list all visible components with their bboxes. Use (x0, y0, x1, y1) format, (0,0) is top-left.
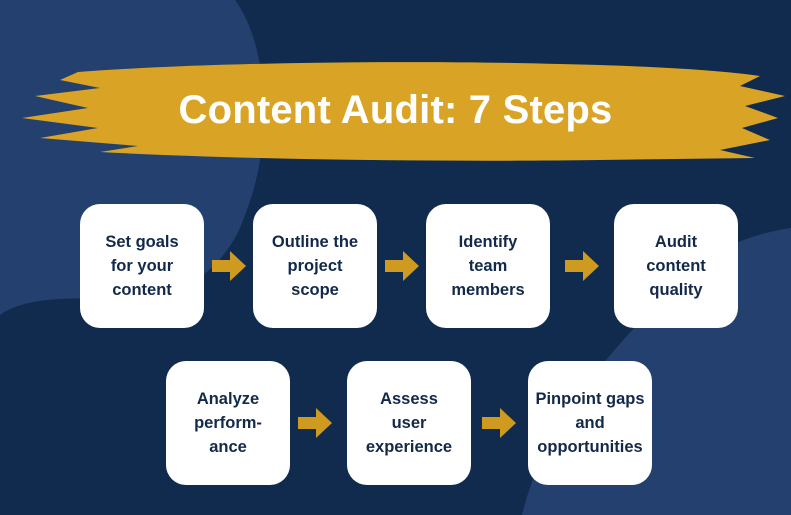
step-label: Outline the project scope (271, 233, 359, 299)
step-label: Assess user experience (365, 390, 453, 456)
step-label: Pinpoint gaps and opportunities (535, 390, 645, 456)
step-card-analyze-performance: Analyze perform- ance (166, 361, 290, 485)
arrow-right-icon (212, 251, 246, 281)
step-card-identify-team: Identify team members (426, 204, 550, 328)
step-card-audit-quality: Audit content quality (614, 204, 738, 328)
step-card-outline-scope: Outline the project scope (253, 204, 377, 328)
step-label: Analyze perform- ance (194, 390, 262, 456)
brush-stroke-banner (22, 62, 785, 161)
arrow-right-icon (482, 408, 516, 438)
step-label: Identify team members (451, 233, 525, 299)
step-label: Audit content quality (646, 233, 706, 299)
arrow-right-icon (385, 251, 419, 281)
step-card-assess-ux: Assess user experience (347, 361, 471, 485)
arrow-right-icon (565, 251, 599, 281)
step-label: Set goals for your content (105, 233, 179, 299)
step-card-set-goals: Set goals for your content (80, 204, 204, 328)
arrow-right-icon (298, 408, 332, 438)
step-card-pinpoint-gaps: Pinpoint gaps and opportunities (528, 361, 652, 485)
page-title: Content Audit: 7 Steps (178, 88, 613, 132)
